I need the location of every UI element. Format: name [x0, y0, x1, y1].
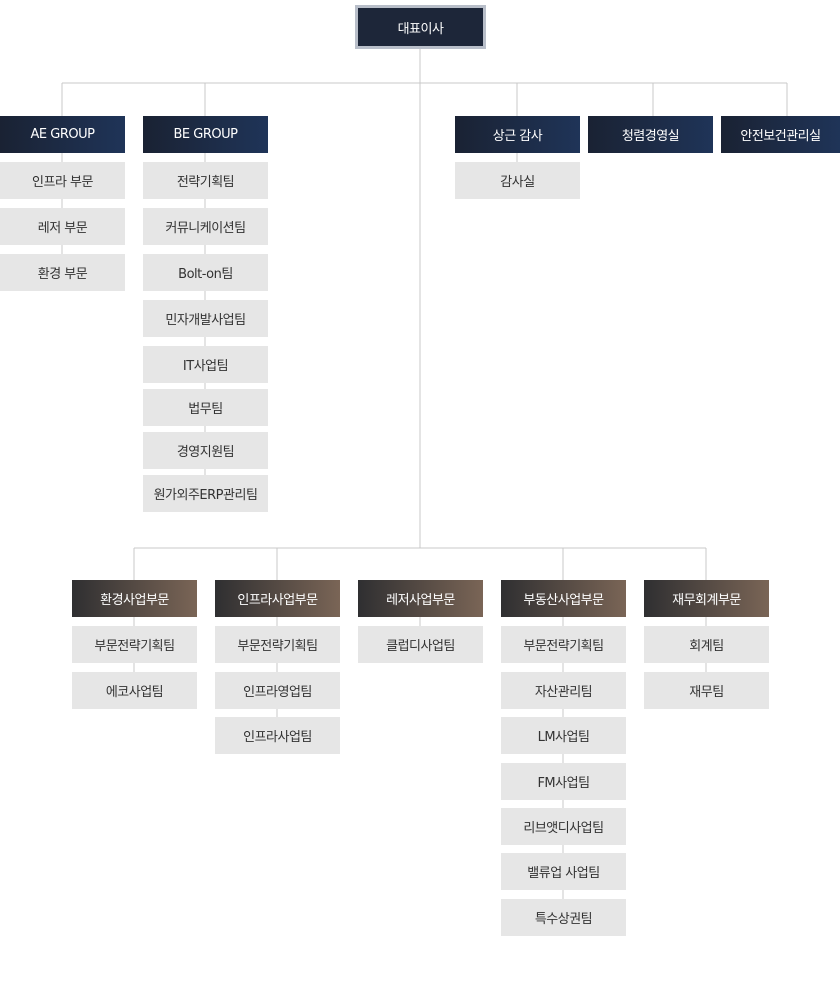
team-box: 재무팀: [644, 672, 769, 709]
team-box: 환경 부문: [0, 254, 125, 291]
team-box: 특수상권팀: [501, 899, 626, 936]
team-box: 법무팀: [143, 389, 268, 426]
team-box: 리브앳디사업팀: [501, 808, 626, 845]
unit-be-group: BE GROUP: [143, 116, 268, 153]
team-box: IT사업팀: [143, 346, 268, 383]
team-box: 인프라영업팀: [215, 672, 340, 709]
team-box: 인프라 부문: [0, 162, 125, 199]
team-box: 자산관리팀: [501, 672, 626, 709]
division-leisure: 레저사업부문: [358, 580, 483, 617]
unit-integrity-office: 청렴경영실: [588, 116, 713, 153]
team-box: 커뮤니케이션팀: [143, 208, 268, 245]
team-box: 원가외주ERP관리팀: [143, 475, 268, 512]
team-box: 에코사업팀: [72, 672, 197, 709]
team-box: 인프라사업팀: [215, 717, 340, 754]
team-box: 회계팀: [644, 626, 769, 663]
team-box: 전략기획팀: [143, 162, 268, 199]
division-finance: 재무회계부문: [644, 580, 769, 617]
team-box: 부문전략기획팀: [215, 626, 340, 663]
team-box: 밸류업 사업팀: [501, 853, 626, 890]
team-box: 경영지원팀: [143, 432, 268, 469]
unit-ae-group: AE GROUP: [0, 116, 125, 153]
team-box: 민자개발사업팀: [143, 300, 268, 337]
ceo-box: 대표이사: [355, 5, 486, 49]
team-box: FM사업팀: [501, 763, 626, 800]
team-box: 레저 부문: [0, 208, 125, 245]
team-box: LM사업팀: [501, 717, 626, 754]
division-infra: 인프라사업부문: [215, 580, 340, 617]
unit-standing-auditor: 상근 감사: [455, 116, 580, 153]
unit-safety-office: 안전보건관리실: [721, 116, 840, 153]
division-environment: 환경사업부문: [72, 580, 197, 617]
division-real-estate: 부동산사업부문: [501, 580, 626, 617]
team-box: 클럽디사업팀: [358, 626, 483, 663]
team-box: 부문전략기획팀: [501, 626, 626, 663]
team-box: Bolt-on팀: [143, 254, 268, 291]
team-box: 부문전략기획팀: [72, 626, 197, 663]
team-box: 감사실: [455, 162, 580, 199]
